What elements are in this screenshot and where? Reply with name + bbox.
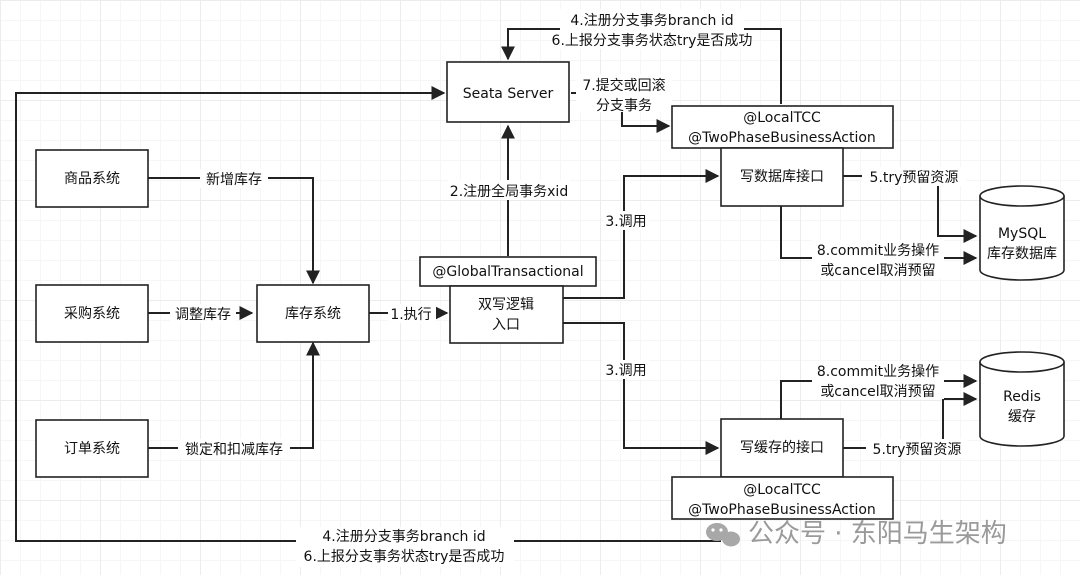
mysql-label-line1: MySQL — [998, 226, 1046, 242]
dual-write-entry-node: 双写逻辑 入口 — [449, 285, 564, 344]
order-system-node: 订单系统 — [35, 419, 149, 478]
edge-invoke-cache — [563, 322, 720, 455]
commit-rollback-label-line1: 7.提交或回滚 — [582, 77, 665, 94]
write-cache-api-label: 写缓存的接口 — [740, 439, 824, 456]
inventory-system-node: 库存系统 — [256, 284, 370, 343]
seata-server-node: Seata Server — [446, 61, 570, 123]
inventory-system-label: 库存系统 — [285, 306, 341, 322]
goods-system-label: 商品系统 — [64, 171, 120, 187]
tcc-db-annotation: @LocalTCC @TwoPhaseBusinessAction — [671, 105, 894, 149]
edge-invoke-db — [563, 169, 720, 299]
cache-commit-label-line2: 或cancel取消预留 — [820, 384, 935, 400]
adjust-stock-label: 调整库存 — [175, 307, 231, 323]
purchase-system-node: 采购系统 — [35, 284, 149, 343]
mysql-database-node: MySQL 库存数据库 — [979, 185, 1065, 281]
execute-label: 1.执行 — [390, 307, 431, 323]
tcc-cache-annotation-line2: @TwoPhaseBusinessAction — [688, 502, 876, 518]
global-transactional-label: @GlobalTransactional — [432, 264, 583, 280]
edge-labels: 4.注册分支事务branch id 6.上报分支事务状态try是否成功 7.提交… — [170, 9, 968, 567]
register-xid-label: 2.注册全局事务xid — [450, 183, 568, 200]
bottom-register-label-line1: 4.注册分支事务branch id — [322, 529, 485, 545]
redis-label-line1: Redis — [1003, 389, 1041, 405]
lock-deduct-label: 锁定和扣减库存 — [185, 442, 283, 458]
add-stock-label: 新增库存 — [206, 172, 262, 188]
redis-cache-node: Redis 缓存 — [979, 351, 1065, 447]
dual-write-entry-label-line2: 入口 — [492, 317, 520, 333]
seata-server-label: Seata Server — [463, 86, 554, 102]
goods-system-node: 商品系统 — [35, 149, 149, 208]
top-register-label-line1: 4.注册分支事务branch id — [570, 13, 733, 29]
write-db-api-node: 写数据库接口 — [720, 147, 844, 207]
tcc-db-annotation-line2: @TwoPhaseBusinessAction — [688, 130, 876, 146]
write-cache-api-node: 写缓存的接口 — [720, 418, 844, 478]
wechat-icon — [706, 523, 740, 547]
global-transactional-annotation: @GlobalTransactional — [419, 256, 597, 287]
db-commit-label-line1: 8.commit业务操作 — [817, 243, 939, 259]
watermark-text: 公众号 · 东阳马生架构 — [748, 519, 1007, 549]
mysql-label-line2: 库存数据库 — [987, 246, 1057, 262]
tcc-cache-annotation-line1: @LocalTCC — [743, 482, 821, 498]
cache-commit-label-line1: 8.commit业务操作 — [817, 364, 939, 380]
dual-write-entry-label-line1: 双写逻辑 — [478, 297, 534, 313]
cache-try-label: 5.try预留资源 — [873, 442, 962, 458]
invoke-cache-label: 3.调用 — [605, 363, 646, 379]
bottom-register-label-line2: 6.上报分支事务状态try是否成功 — [304, 549, 505, 565]
db-try-label: 5.try预留资源 — [870, 170, 959, 186]
write-db-api-label: 写数据库接口 — [740, 168, 824, 185]
watermark: 公众号 · 东阳马生架构 — [706, 519, 1007, 549]
purchase-system-label: 采购系统 — [64, 306, 120, 322]
commit-rollback-label-line2: 分支事务 — [596, 98, 652, 114]
order-system-label: 订单系统 — [64, 441, 120, 457]
tcc-cache-annotation: @LocalTCC @TwoPhaseBusinessAction — [671, 476, 894, 520]
top-register-label-line2: 6.上报分支事务状态try是否成功 — [552, 33, 753, 49]
db-commit-label-line2: 或cancel取消预留 — [820, 263, 935, 279]
invoke-db-label: 3.调用 — [605, 214, 646, 230]
tcc-db-annotation-line1: @LocalTCC — [743, 110, 821, 126]
edge-order-to-inventory — [148, 341, 320, 449]
edge-goods-to-inventory — [148, 177, 320, 285]
redis-label-line2: 缓存 — [1008, 409, 1036, 425]
